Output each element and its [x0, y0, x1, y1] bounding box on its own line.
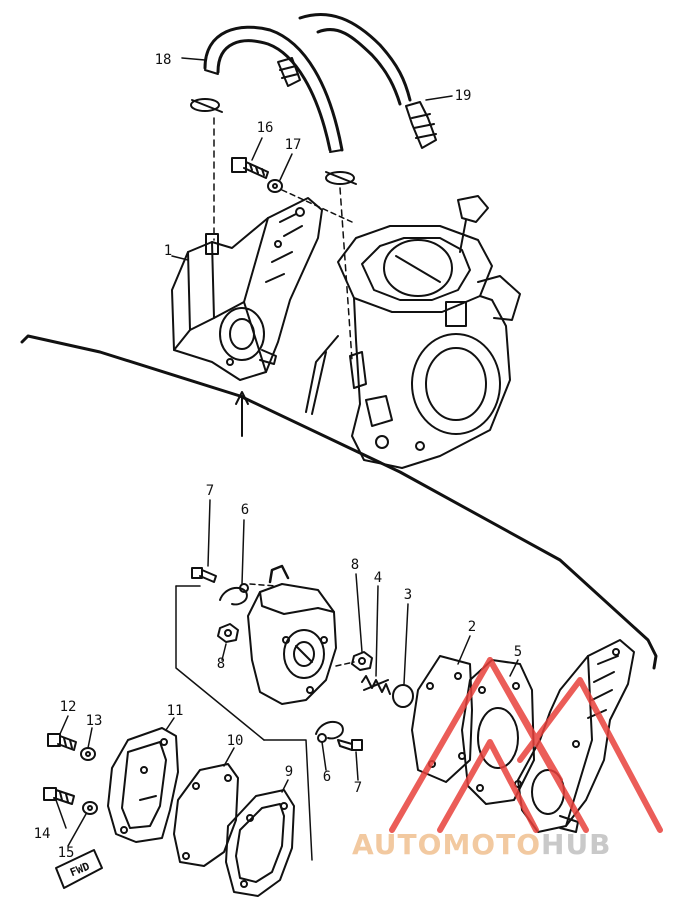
label-15: 15 [57, 845, 75, 861]
label-13: 13 [85, 713, 103, 729]
fwd-marker-box [55, 849, 103, 889]
watermark-logo [389, 657, 663, 833]
label-1: 1 [163, 243, 173, 259]
label-6-lower: 6 [322, 769, 332, 785]
screw-7-upper [191, 567, 217, 583]
label-17: 17 [284, 137, 302, 153]
nut-8-right [351, 651, 373, 671]
cover-11 [107, 727, 179, 843]
label-5: 5 [513, 644, 523, 660]
label-3: 3 [403, 587, 413, 603]
spring-4 [361, 675, 391, 695]
label-10: 10 [226, 733, 244, 749]
valve-3 [392, 684, 414, 708]
washer-13 [80, 747, 96, 761]
screw-14 [43, 787, 75, 805]
diaphragm-5 [461, 659, 535, 805]
clip-6-lower [315, 720, 344, 743]
washer-17 [267, 179, 283, 193]
pump-body-lower [517, 639, 635, 833]
exploded-bracket-lines [175, 585, 313, 861]
leader-lines [55, 57, 519, 847]
label-8-right: 8 [350, 557, 360, 573]
watermark-part1: AUTOMOTO [352, 828, 542, 861]
assembly-arrow [235, 391, 249, 437]
clip-6-upper [219, 583, 249, 606]
label-6-upper: 6 [240, 502, 250, 518]
label-7-lower: 7 [353, 780, 363, 796]
label-12: 12 [59, 699, 77, 715]
label-11: 11 [166, 703, 184, 719]
label-7-upper: 7 [205, 483, 215, 499]
pump-body [247, 564, 337, 705]
watermark-part2: HUB [541, 828, 612, 861]
washer-15 [82, 801, 98, 815]
hose-19 [298, 13, 437, 149]
screw-16 [231, 157, 269, 179]
fuel-pump-assembly [171, 197, 323, 381]
label-2: 2 [467, 619, 477, 635]
label-9: 9 [284, 764, 294, 780]
label-8-left: 8 [216, 656, 226, 672]
gasket-9 [225, 789, 295, 897]
hose-clip-right [325, 171, 357, 185]
watermark-text: AUTOMOTOHUB [352, 830, 612, 860]
nut-8-left [217, 623, 239, 643]
hose-clip-left [190, 98, 223, 113]
screw-12 [47, 733, 77, 751]
label-4: 4 [373, 570, 383, 586]
screw-7-lower [337, 739, 363, 751]
label-16: 16 [256, 120, 274, 136]
label-14: 14 [33, 826, 51, 842]
diaphragm-10 [173, 763, 239, 867]
hose-fitting-top [277, 57, 301, 87]
hose-18 [203, 25, 344, 153]
label-19: 19 [454, 88, 472, 104]
divider-line [20, 334, 658, 670]
label-18: 18 [154, 52, 172, 68]
throttle-body [305, 195, 521, 469]
